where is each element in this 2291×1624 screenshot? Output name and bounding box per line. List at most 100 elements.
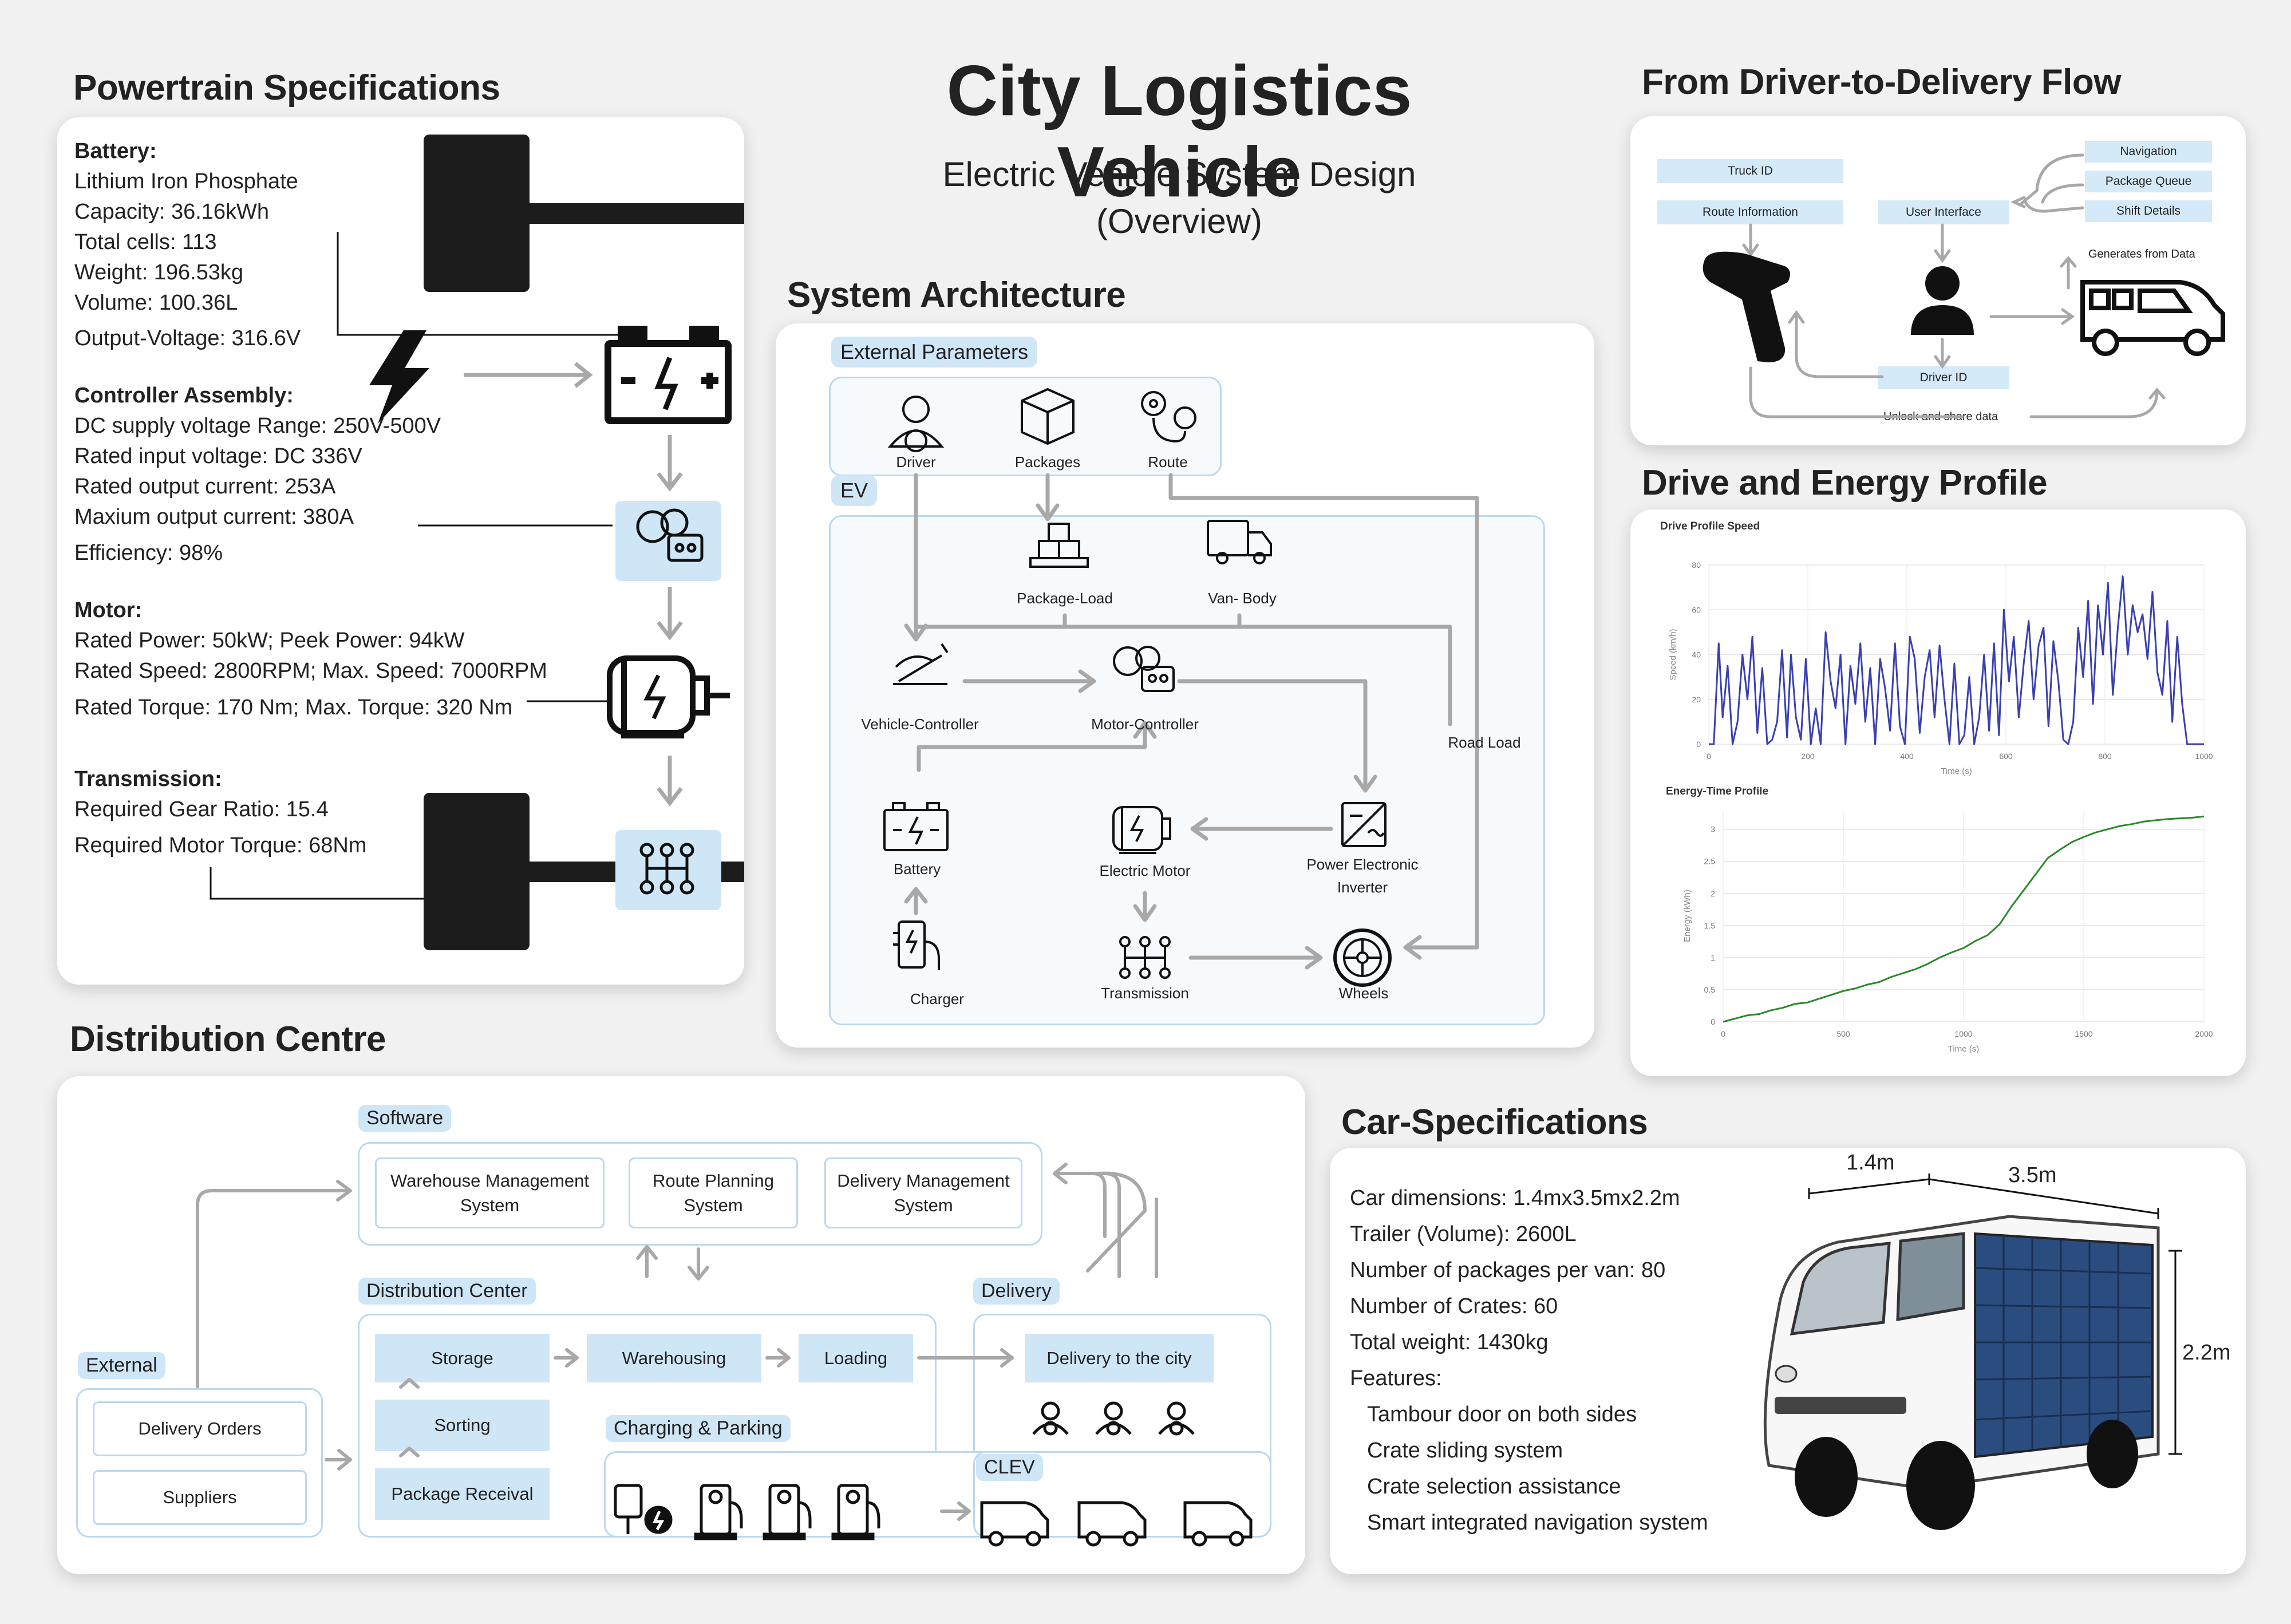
warehousing-box: Warehousing	[587, 1334, 761, 1382]
cargo-crates	[1974, 1232, 2154, 1459]
charger-icon	[893, 920, 940, 970]
car-feature: Tambour door on both sides	[1367, 1402, 1637, 1427]
battery-line: Output-Voltage: 316.6V	[74, 326, 301, 350]
arch-label-package-load: Package-Load	[1017, 590, 1113, 607]
charging-tag: Charging & Parking	[606, 1415, 791, 1442]
side-window	[1896, 1232, 1965, 1321]
delivery-city-box: Delivery to the city	[1025, 1334, 1214, 1382]
page-title: City Logistics Vehicle	[946, 52, 1412, 212]
x-tick-label: 0	[1721, 1029, 1725, 1038]
motor-controller-icon	[1113, 646, 1175, 692]
van-body-icon	[1207, 520, 1272, 564]
x-axis-label: Time (s)	[1941, 766, 1972, 776]
delivery-orders-box: Delivery Orders	[93, 1401, 307, 1456]
package-icon	[1021, 388, 1075, 445]
sorting-box: Sorting	[375, 1400, 550, 1451]
driver-icon	[1032, 1401, 1069, 1436]
chart-title: Energy-Time Profile	[1666, 787, 1768, 797]
y-tick-label: 1.5	[1704, 921, 1716, 930]
controller-heading: Controller Assembly:	[74, 384, 294, 408]
series-line	[1709, 575, 2204, 745]
software-tag: Software	[358, 1105, 452, 1132]
y-tick-label: 0	[1711, 1017, 1715, 1026]
x-tick-label: 400	[1900, 752, 1914, 761]
x-tick-label: 1000	[1954, 1029, 1972, 1038]
arch-label-driver: Driver	[896, 453, 936, 471]
x-tick-label: 1500	[2075, 1029, 2092, 1038]
upper-shaft	[530, 203, 744, 224]
arch-label-power-electronic: Power Electronic	[1306, 856, 1419, 873]
page-subtitle-line2: (Overview)	[1096, 202, 1262, 240]
car-feature: Smart integrated navigation system	[1367, 1511, 1708, 1535]
controller-line: DC supply voltage Range: 250V-500V	[74, 414, 441, 438]
y-tick-label: 20	[1692, 695, 1701, 704]
flow-title: From Driver-to-Delivery Flow	[1642, 62, 2121, 102]
battery-line: Capacity: 36.16kWh	[74, 200, 270, 224]
package-load-icon	[1029, 523, 1089, 568]
x-tick-label: 200	[1801, 752, 1815, 761]
external-tag: External	[78, 1352, 165, 1379]
y-tick-label: 80	[1692, 560, 1701, 570]
chart-title: Drive Profile Speed	[1660, 520, 1760, 532]
wheel-icon	[1795, 1437, 1858, 1517]
flow-truck-id: Truck ID	[1657, 159, 1843, 183]
transmission-line: Required Motor Torque: 68Nm	[74, 833, 367, 858]
y-tick-label: 0	[1696, 740, 1701, 749]
dim-length-label: 3.5m	[2008, 1163, 2057, 1187]
x-tick-label: 500	[1836, 1029, 1850, 1038]
y-tick-label: 2	[1711, 889, 1715, 898]
dim-width-label: 1.4m	[1846, 1151, 1895, 1175]
transmission-block	[424, 793, 530, 950]
wheel-icon	[2087, 1420, 2138, 1488]
y-tick-label: 2.5	[1704, 857, 1716, 866]
car-feature: Crate selection assistance	[1367, 1475, 1621, 1499]
arch-label-electric-motor: Electric Motor	[1099, 862, 1191, 879]
battery-line: Lithium Iron Phosphate	[74, 169, 298, 193]
series-line	[1723, 815, 2205, 1023]
ev-panel	[829, 515, 1545, 1025]
car-spec-line: Number of packages per van: 80	[1350, 1258, 1666, 1282]
motor-line: Rated Torque: 170 Nm; Max. Torque: 320 N…	[74, 696, 513, 720]
powertrain-diagram	[210, 135, 744, 950]
flow-user-interface: User Interface	[1878, 200, 2009, 224]
dc-tag: Distribution Center	[358, 1278, 536, 1305]
clev-tag: CLEV	[976, 1454, 1043, 1481]
arch-label-charger: Charger	[910, 990, 964, 1007]
dim-height-label: 2.2m	[2182, 1341, 2231, 1365]
x-axis-label: Time (s)	[1948, 1044, 1979, 1054]
inverter-icon	[1341, 802, 1387, 847]
driver-icon	[1095, 1401, 1132, 1436]
distribution-title: Distribution Centre	[70, 1020, 386, 1059]
battery-heading: Battery:	[74, 139, 157, 163]
charging-station-icon	[831, 1484, 880, 1540]
wms-line2: System	[460, 1195, 520, 1215]
car-spec-line: Features:	[1350, 1366, 1442, 1390]
car-spec-line: Number of Crates: 60	[1350, 1294, 1558, 1318]
rps-line1: Route Planning	[653, 1170, 774, 1191]
suppliers-box: Suppliers	[93, 1470, 307, 1525]
powertrain-title: Powertrain Specifications	[73, 68, 500, 108]
battery-icon	[883, 802, 949, 851]
dms-line1: Delivery Management	[837, 1170, 1010, 1191]
arch-label-route: Route	[1148, 453, 1188, 471]
motor-heading: Motor:	[74, 598, 143, 622]
arch-label-wheels: Wheels	[1338, 985, 1389, 1002]
y-tick-label: 0.5	[1704, 985, 1716, 994]
controller-line: Efficiency: 98%	[74, 541, 223, 565]
flow-package-queue: Package Queue	[2085, 171, 2212, 192]
flow-diagram	[1703, 153, 2225, 418]
x-tick-label: 0	[1707, 752, 1711, 761]
driver-icon	[1158, 1401, 1195, 1436]
ev-tag: EV	[831, 475, 878, 506]
arch-label-battery: Battery	[893, 860, 941, 878]
arch-label-vehicle-controller: Vehicle-Controller	[861, 716, 979, 733]
transmission-line: Required Gear Ratio: 15.4	[74, 797, 329, 821]
battery-line: Total cells: 113	[74, 230, 217, 254]
external-params-tag: External Parameters	[831, 337, 1038, 368]
motor-line: Rated Power: 50kW; Peek Power: 94kW	[74, 629, 465, 653]
battery-block	[424, 135, 530, 292]
